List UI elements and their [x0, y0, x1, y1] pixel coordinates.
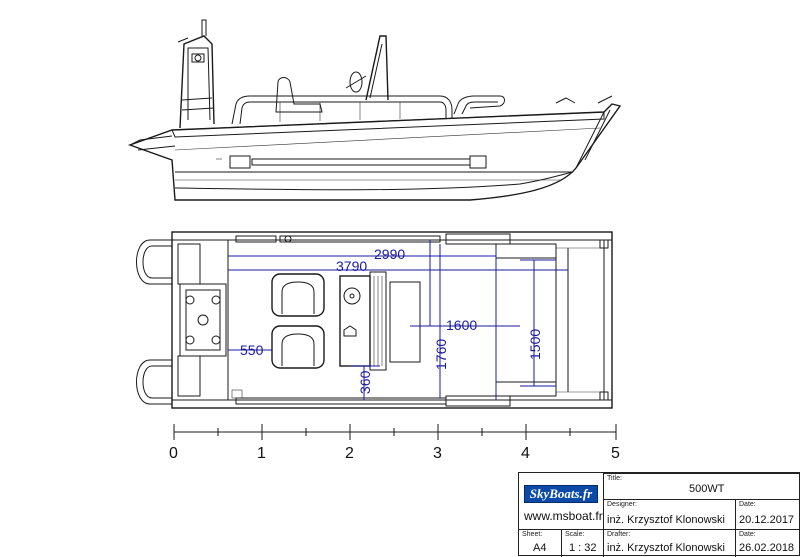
sheet-value: A4 — [533, 542, 547, 554]
dim-1760: 1760 — [433, 339, 449, 370]
website-text: www.msboat.fr — [524, 509, 603, 523]
designer-name: inż. Krzysztof Klonowski — [607, 514, 725, 526]
top-view — [136, 231, 613, 409]
logo-cell: SkyBoats.fr www.msboat.fr — [519, 473, 603, 529]
drafter-label: Drafter: — [607, 531, 631, 538]
dim-360: 360 — [357, 370, 373, 394]
dimension-lines — [228, 240, 568, 400]
designer-label: Designer: — [607, 501, 637, 508]
skyboats-logo: SkyBoats.fr — [524, 485, 598, 503]
drafter-date: 26.02.2018 — [739, 542, 795, 554]
scale-tick-label: 2 — [345, 445, 354, 462]
side-view — [127, 19, 622, 201]
title-block: SkyBoats.fr www.msboat.fr Title: 500WT D… — [518, 472, 800, 557]
title-cell: Title: 500WT — [603, 473, 800, 499]
dim-1500: 1500 — [527, 329, 543, 360]
scale-label: Scale: — [565, 531, 585, 538]
designer-date: 20.12.2017 — [739, 514, 795, 526]
dim-2990: 2990 — [374, 246, 405, 262]
dim-550: 550 — [240, 342, 264, 358]
drafter-date-cell: Date: 26.02.2018 — [735, 529, 800, 557]
scale-tick-label: 3 — [433, 445, 442, 462]
scale-tick-label: 4 — [521, 445, 530, 462]
scale-bar — [173, 424, 617, 440]
title-label: Title: — [607, 475, 622, 482]
sheet-label: Sheet: — [522, 531, 543, 538]
scale-tick-label: 0 — [169, 445, 178, 462]
drafter-cell: Drafter: inż. Krzysztof Klonowski — [603, 529, 735, 557]
dim-3790: 3790 — [336, 258, 367, 274]
date-label: Date: — [739, 531, 756, 538]
sheet-cell: Sheet: A4 — [519, 529, 561, 557]
designer-cell: Designer: inż. Krzysztof Klonowski — [603, 499, 735, 529]
drafter-name: inż. Krzysztof Klonowski — [607, 542, 725, 554]
scale-value: 1 : 32 — [569, 542, 597, 554]
scale-cell: Scale: 1 : 32 — [561, 529, 603, 557]
date-label: Date: — [739, 501, 756, 508]
scale-tick-label: 5 — [611, 445, 620, 462]
scale-tick-label: 1 — [257, 445, 266, 462]
dim-1600: 1600 — [446, 317, 477, 333]
drawing-title: 500WT — [689, 483, 725, 495]
designer-date-cell: Date: 20.12.2017 — [735, 499, 800, 529]
